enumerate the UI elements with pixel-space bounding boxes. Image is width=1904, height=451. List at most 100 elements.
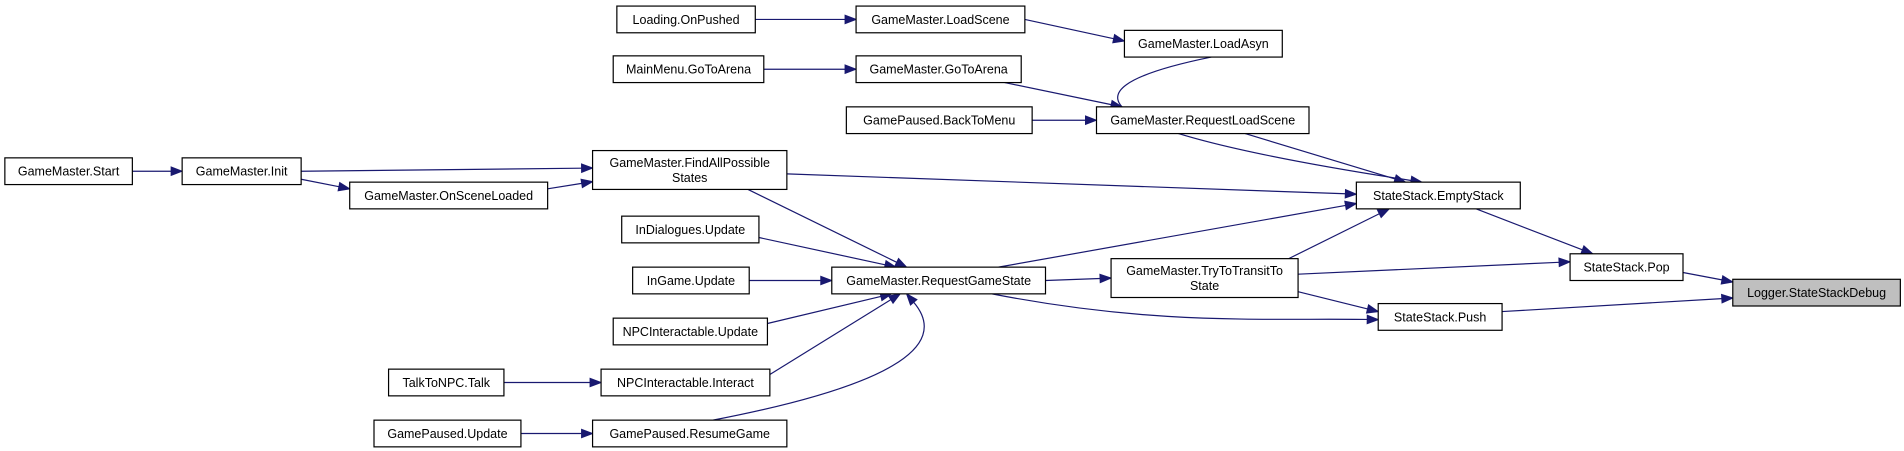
node-indialogues-update[interactable]: InDialogues.Update <box>621 215 760 244</box>
edge-gm_findallpossible-to-statestack_emptystack <box>786 173 1346 195</box>
edge-gm_onsceneloaded-to-gm_findallpossible <box>547 182 582 190</box>
node-label: GameMaster.LoadAsyn <box>1138 37 1269 51</box>
node-box <box>1377 302 1503 331</box>
arrowhead-gm_findallpossible-to-gm_requestgamestate <box>894 257 908 268</box>
node-box <box>600 368 771 397</box>
edge-gm_init-to-gm_findallpossible <box>301 167 582 172</box>
arrowhead-gamepaused_update-to-gamepaused_resumegame <box>581 428 594 439</box>
node-statestack-push[interactable]: StateStack.Push <box>1377 302 1503 331</box>
arrowhead-statestack_emptystack-to-statestack_pop <box>1580 245 1594 255</box>
node-gamepaused-update[interactable]: GamePaused.Update <box>373 419 522 448</box>
node-gm-requestloadscene[interactable]: GameMaster.RequestLoadScene <box>1095 106 1310 135</box>
node-statestack-pop[interactable]: StateStack.Pop <box>1569 253 1684 282</box>
node-label: Loading.OnPushed <box>633 13 740 27</box>
node-box <box>855 55 1022 84</box>
nodes-layer: Loading.OnPushed GameMaster.LoadSceneGame… <box>4 5 1901 448</box>
node-logger-statestackdebug[interactable]: Logger.StateStackDebug <box>1732 278 1901 307</box>
node-label: MainMenu.GoToArena <box>626 63 751 77</box>
node-box <box>591 419 788 448</box>
edge-gm_requestloadscene-to-statestack_emptystack <box>1245 132 1396 180</box>
node-box <box>591 149 788 191</box>
node-gm-requestgamestate[interactable]: GameMaster.RequestGameState <box>831 266 1047 295</box>
node-box <box>1569 253 1684 282</box>
node-box <box>1732 278 1901 307</box>
node-npc-update[interactable]: NPCInteractable.Update <box>612 317 769 346</box>
node-gm-onsceneloaded[interactable]: GameMaster.OnSceneLoaded <box>349 181 549 210</box>
edge-npc_interact-to-gm_requestgamestate <box>769 299 892 375</box>
node-box <box>616 5 756 34</box>
arrowhead-gm_onsceneloaded-to-gm_findallpossible <box>580 178 594 189</box>
node-label: States <box>672 171 707 185</box>
arrowhead-gm_init-to-gm_findallpossible <box>581 163 594 174</box>
node-gm-init[interactable]: GameMaster.Init <box>181 157 302 186</box>
node-label: GameMaster.Start <box>18 165 120 179</box>
arrowhead-gm_findallpossible-to-statestack_emptystack <box>1344 188 1358 199</box>
arrowhead-ingame_update-to-gm_requestgamestate <box>820 275 834 286</box>
node-box <box>845 106 1033 135</box>
node-label: State <box>1190 279 1219 293</box>
arrowhead-gm_trytotransit-to-statestack_pop <box>1558 257 1572 268</box>
node-label: GameMaster.RequestGameState <box>846 274 1031 288</box>
arrowhead-statestack_push-to-logger_statestackdebug <box>1721 293 1735 304</box>
arrowhead-loading_onpushed-to-gm_loadscene <box>844 14 858 25</box>
node-box <box>349 181 549 210</box>
edge-gm_requestgamestate-to-gm_trytotransit <box>1045 277 1101 282</box>
node-label: InGame.Update <box>647 274 735 288</box>
node-box <box>1355 181 1521 210</box>
node-gm-loadscene[interactable]: GameMaster.LoadScene <box>855 5 1026 34</box>
edge-gm_trytotransit-to-statestack_pop <box>1298 261 1560 275</box>
node-label: GameMaster.TryToTransitTo <box>1126 264 1283 278</box>
edge-statestack_push-to-logger_statestackdebug <box>1502 298 1722 313</box>
edge-gm_requestgamestate-to-statestack_push <box>991 293 1368 321</box>
node-gm-start[interactable]: GameMaster.Start <box>4 157 133 186</box>
edge-statestack_emptystack-to-statestack_pop <box>1475 208 1583 251</box>
node-box <box>1123 29 1283 58</box>
node-label: InDialogues.Update <box>635 223 745 237</box>
node-gm-gotoarena[interactable]: GameMaster.GoToArena <box>855 55 1022 84</box>
node-box <box>181 157 302 186</box>
node-mainmenu-gotoarena[interactable]: MainMenu.GoToArena <box>612 55 765 84</box>
node-loading-onpushed[interactable]: Loading.OnPushed <box>616 5 756 34</box>
node-label: GamePaused.Update <box>387 427 507 441</box>
edge-indialogues_update-to-gm_requestgamestate <box>758 236 886 266</box>
arrowhead-statestack_pop-to-logger_statestackdebug <box>1720 274 1735 285</box>
node-box <box>373 419 522 448</box>
node-gm-loadasyn[interactable]: GameMaster.LoadAsyn <box>1123 29 1283 58</box>
arrowhead-gm_requestgamestate-to-gm_trytotransit <box>1099 273 1113 284</box>
node-gamepaused-resumegame[interactable]: GamePaused.ResumeGame <box>591 419 788 448</box>
arrowhead-talktonpc_talk-to-npc_interact <box>589 377 603 388</box>
node-label: GameMaster.GoToArena <box>870 63 1008 77</box>
node-label: GameMaster.RequestLoadScene <box>1110 114 1295 128</box>
node-label: GameMaster.FindAllPossible <box>609 156 770 170</box>
arrowhead-gm_loadscene-to-gm_loadasyn <box>1112 33 1126 44</box>
edge-gm_gotoarena-to-gm_requestloadscene <box>1004 81 1112 106</box>
arrowhead-mainmenu_gotoarena-to-gm_gotoarena <box>844 64 858 75</box>
node-label: StateStack.EmptyStack <box>1373 189 1504 203</box>
node-label: GamePaused.BackToMenu <box>863 114 1015 128</box>
node-talktonpc-talk[interactable]: TalkToNPC.Talk <box>387 368 505 397</box>
arrowhead-gm_requestgamestate-to-statestack_push <box>1366 314 1380 325</box>
edge-gm_trytotransit-to-statestack_emptystack <box>1288 213 1380 260</box>
arrowhead-gm_requestgamestate-to-statestack_emptystack <box>1344 200 1358 211</box>
node-box <box>632 266 750 295</box>
node-statestack-emptystack[interactable]: StateStack.EmptyStack <box>1355 181 1521 210</box>
node-ingame-update[interactable]: InGame.Update <box>632 266 750 295</box>
node-box <box>612 55 765 84</box>
edge-npc_update-to-gm_requestgamestate <box>767 295 882 325</box>
edge-statestack_pop-to-logger_statestackdebug <box>1682 271 1723 281</box>
node-label: StateStack.Push <box>1394 310 1486 324</box>
edge-gm_requestgamestate-to-statestack_emptystack <box>998 204 1346 268</box>
arrowhead-npc_interact-to-gm_requestgamestate <box>887 293 902 305</box>
node-box <box>1110 258 1299 299</box>
node-gamepaused-backtomenu[interactable]: GamePaused.BackToMenu <box>845 106 1033 135</box>
node-label: GamePaused.ResumeGame <box>609 427 770 441</box>
arrowhead-gm_init-to-gm_onsceneloaded <box>337 181 352 192</box>
edge-gm_init-to-gm_onsceneloaded <box>301 178 340 188</box>
node-label: NPCInteractable.Update <box>623 325 759 339</box>
edge-gm_findallpossible-to-gm_requestgamestate <box>747 188 897 263</box>
node-npc-interact[interactable]: NPCInteractable.Interact <box>600 368 771 397</box>
arrowhead-gamepaused_backtomenu-to-gm_requestloadscene <box>1085 115 1098 126</box>
